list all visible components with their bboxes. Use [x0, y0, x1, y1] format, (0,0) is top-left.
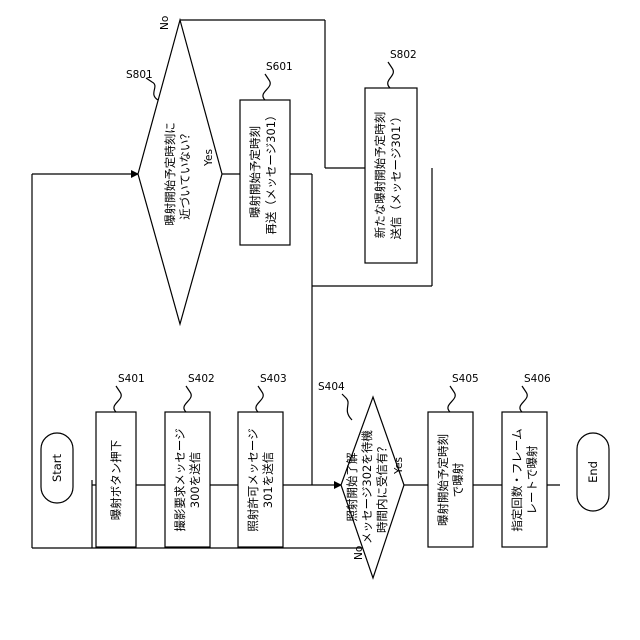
step-label-s401: S401 [118, 373, 145, 385]
step-label-s404: S404 [318, 381, 345, 393]
step-label-s405: S405 [452, 373, 479, 385]
s404-text-line3: 時間内に受信有？ [375, 441, 389, 533]
step-label-s802: S802 [390, 49, 417, 61]
leader-s404 [342, 394, 352, 420]
step-label-s406: S406 [524, 373, 551, 385]
leader-s802 [388, 62, 394, 88]
leader-s401 [114, 386, 121, 412]
s402-text-line1: 撮影要求メッセージ [173, 428, 187, 531]
s406-text-line2: レートで曝射 [525, 445, 539, 514]
s404-text-line2: メッセージ302を待機 [360, 430, 374, 544]
step-label-s601: S601 [266, 61, 293, 73]
s406-text-line1: 指定回数・フレーム [510, 428, 524, 531]
leader-s601 [263, 74, 270, 100]
s405-text-line2: で曝射 [451, 462, 465, 497]
s404-text-line1: 照射開始了解 [345, 452, 359, 521]
step-label-s403: S403 [260, 373, 287, 385]
leader-s402 [184, 386, 191, 412]
start-label: Start [50, 453, 64, 482]
branch-no-s801: No [159, 16, 171, 30]
leader-s801 [146, 78, 158, 100]
s801-text-line1: 曝射開始予定時刻に [163, 122, 177, 226]
branch-yes-s404: Yes [393, 457, 405, 475]
s402-text-line2: 300を送信 [188, 452, 202, 508]
end-label: End [586, 461, 600, 483]
s601-text-line1: 曝射開始予定時刻 [248, 126, 262, 218]
step-label-s402: S402 [188, 373, 215, 385]
s403-text-line2: 301を送信 [261, 452, 275, 508]
step-label-s801: S801 [126, 69, 153, 81]
s802-text-line1: 新たな曝射開始予定時刻 [373, 112, 387, 239]
s405-text-line1: 曝射開始予定時刻 [436, 434, 450, 526]
leader-s406 [520, 386, 527, 412]
s601-text-line2: 再送（メッセージ301） [264, 109, 278, 234]
s802-text-line2: 送信（メッセージ301’） [389, 111, 403, 240]
s401-text: 曝射ボタン押下 [109, 440, 123, 521]
s403-text-line1: 照射許可メッセージ [246, 428, 260, 531]
branch-yes-s801: Yes [203, 149, 215, 167]
leader-s403 [256, 386, 263, 412]
leader-s405 [448, 386, 455, 412]
s801-text-line2: 近づいていない？ [178, 128, 192, 220]
branch-no-s404: No [353, 546, 365, 560]
